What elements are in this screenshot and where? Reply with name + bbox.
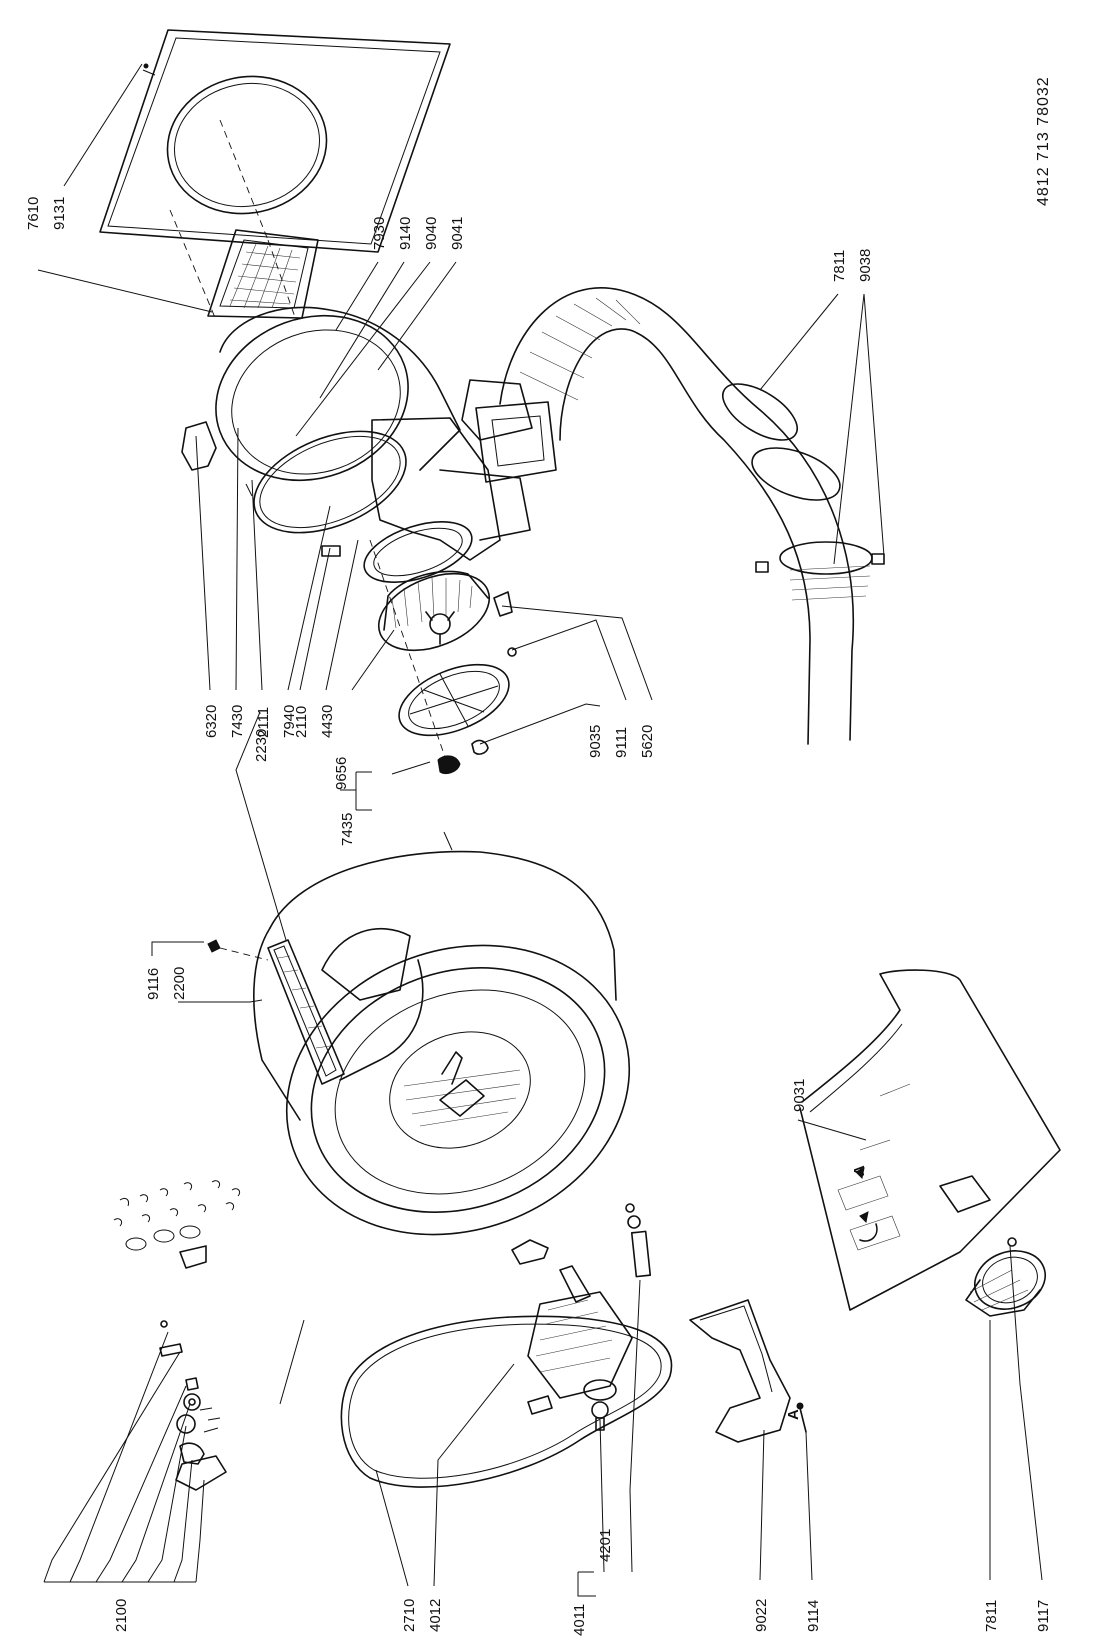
callout-9131: 9131 [51,197,68,230]
fan-cover-plate [398,663,510,737]
callout-9031: 9031 [791,1079,808,1112]
motor [511,1239,633,1431]
callout-4011: 4011 [571,1604,588,1636]
callout-7435: 7435 [339,813,356,846]
callout-2710: 2710 [401,1599,418,1632]
motor-capacitor [625,1203,652,1278]
callout-7930: 7930 [371,217,388,250]
callout-4012: 4012 [427,1599,444,1632]
callout-6320: 6320 [203,705,220,738]
front-panel [99,29,451,253]
callout-9111: 9111 [613,727,630,758]
callout-7610: 7610 [25,197,42,230]
housing-fixings [181,421,517,657]
callout-9114: 9114 [805,1600,822,1632]
callout-9117: 9117 [1035,1600,1052,1632]
callout-2200: 2200 [171,967,188,1000]
rear-hose-adapter [965,1237,1046,1317]
front-support-ring [215,306,461,482]
callout-2111: 2111 [255,707,272,738]
callout-4201: 4201 [597,1529,614,1562]
callout-7940: 7940 [281,705,298,738]
section-marker-a-base: A [851,1165,868,1176]
callout-2110: 2110 [293,706,310,738]
callout-9656: 9656 [333,757,350,790]
section-marker-a-bracket: A [785,1409,802,1420]
drum-baffle [207,939,345,1085]
callout-9035: 9035 [587,725,604,758]
felt-seal-ring [253,430,407,534]
callout-7811-upper: 7811 [831,250,848,282]
callout-labels: 7610 9131 7930 9140 9040 9041 7811 9038 … [25,197,1052,1636]
fan-spring [471,739,489,755]
drum [253,850,631,1236]
drive-belt [340,1315,673,1488]
callout-9040: 9040 [423,217,440,250]
callout-2100: 2100 [113,1599,130,1632]
callout-9038: 9038 [857,249,874,282]
alignment-lines [169,119,453,851]
callout-7430: 7430 [229,705,246,738]
base-plate [799,969,1061,1311]
callout-2230: 2230 [253,729,270,762]
callout-7811-lower: 7811 [983,1600,1000,1632]
fan-housing [363,379,533,583]
callout-5620: 5620 [639,725,656,758]
exhaust-hose [475,287,885,745]
callout-leader-lines [37,63,1043,1597]
callout-9022: 9022 [753,1599,770,1632]
document-number: 4812 713 78032 [1035,76,1052,206]
fan-impeller [377,570,491,652]
fan-nut [437,755,461,775]
callout-4430: 4430 [319,705,336,738]
callout-9041: 9041 [449,217,466,250]
callout-9116: 9116 [145,968,162,1000]
section-markers: A A [785,1165,868,1420]
callout-9140: 9140 [397,217,414,250]
rear-cover-edge [279,1319,305,1405]
motor-bracket [689,1299,807,1443]
